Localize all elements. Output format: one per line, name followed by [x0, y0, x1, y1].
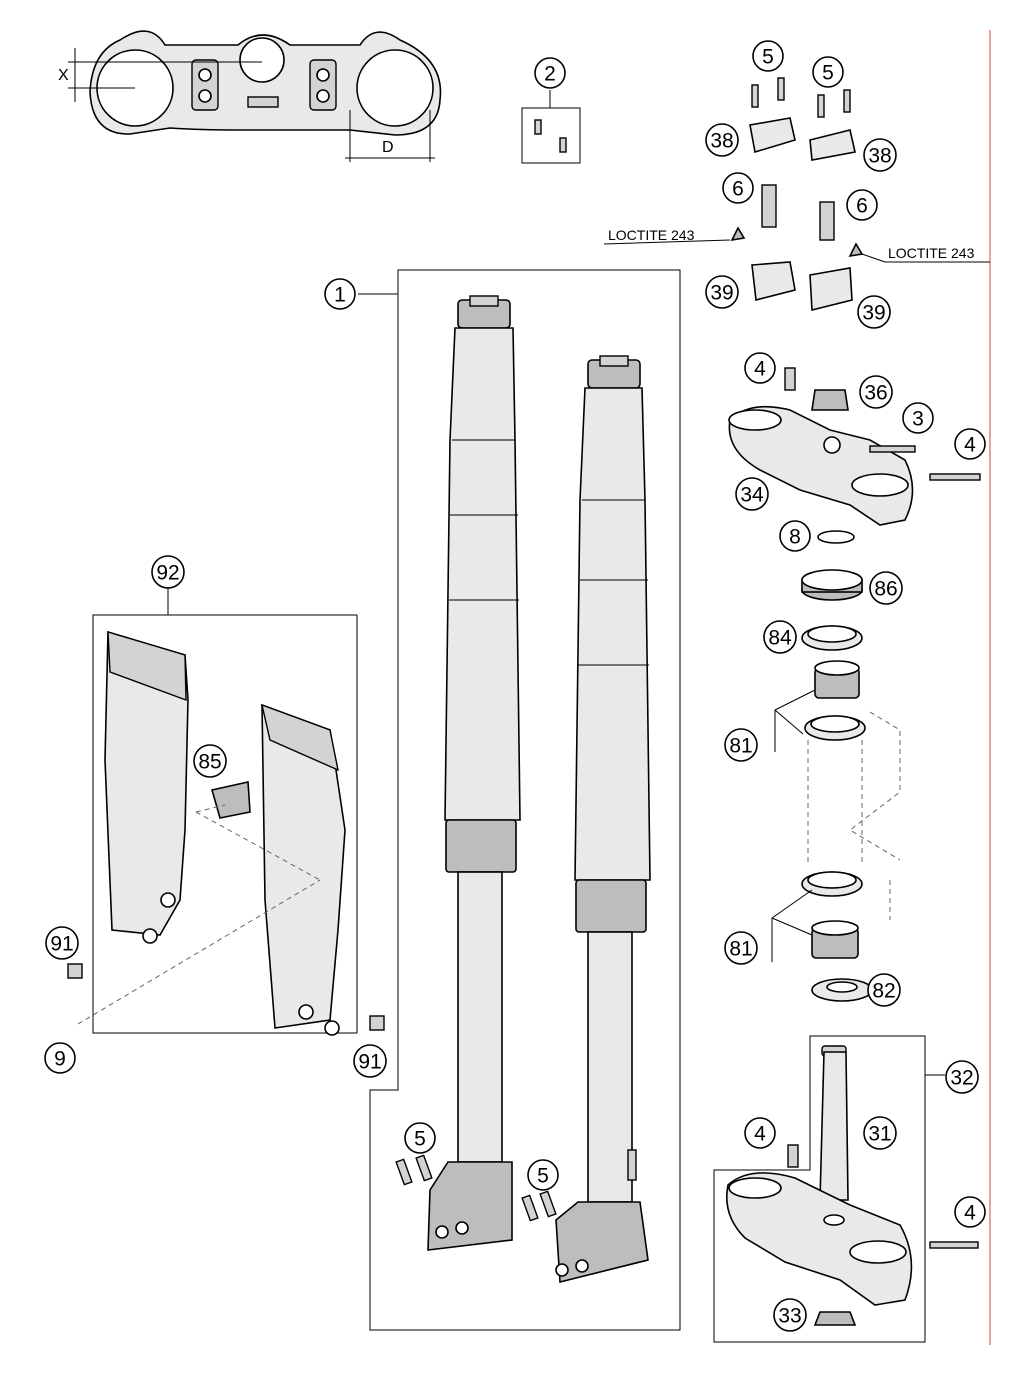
svg-text:38: 38: [868, 145, 891, 168]
left-fork-leg: [427, 295, 521, 1251]
callout-5b: 5: [812, 56, 844, 88]
callout-38b: 38: [863, 138, 897, 172]
svg-text:33: 33: [778, 1305, 801, 1328]
callout-4b: 4: [954, 428, 986, 460]
dust-seal: [811, 978, 873, 1002]
fork-assembly-frame: [369, 269, 681, 1331]
callout-4a: 4: [744, 352, 776, 384]
callout-31: 31: [863, 1116, 897, 1150]
callout-39a: 39: [705, 275, 739, 309]
svg-text:4: 4: [964, 434, 976, 457]
lower-triple-clamp: [726, 1045, 979, 1326]
loctite-note-right: LOCTITE 243: [888, 245, 975, 261]
callout-5a: 5: [752, 40, 784, 72]
callout-4c: 4: [744, 1117, 776, 1149]
callout-84: 84: [763, 620, 797, 654]
triple-clamp-top-view: [68, 30, 442, 162]
svg-text:4: 4: [754, 358, 766, 381]
callout-38a: 38: [705, 123, 739, 157]
callout-92: 92: [151, 555, 185, 589]
callout-5c: 5: [404, 1122, 436, 1154]
dimension-x-label: X: [58, 67, 69, 84]
callout-6a: 6: [722, 172, 754, 204]
callout-32: 32: [945, 1060, 979, 1094]
svg-text:5: 5: [822, 62, 834, 85]
svg-text:36: 36: [864, 382, 887, 405]
svg-text:82: 82: [872, 980, 895, 1003]
svg-text:39: 39: [710, 282, 733, 305]
part-2-frame: [521, 107, 581, 164]
svg-text:39: 39: [862, 302, 885, 325]
callout-9: 9: [44, 1042, 76, 1074]
lower-bearing: [771, 871, 863, 962]
svg-text:81: 81: [729, 735, 752, 758]
svg-text:86: 86: [874, 578, 897, 601]
callout-36: 36: [859, 375, 893, 409]
callout-8: 8: [779, 520, 811, 552]
seal-ring: [801, 569, 863, 601]
svg-text:91: 91: [358, 1051, 381, 1074]
right-fork-leg: [555, 355, 651, 1284]
callout-1: 1: [324, 278, 356, 310]
svg-text:1: 1: [334, 284, 346, 307]
svg-text:34: 34: [740, 484, 764, 507]
callout-39b: 39: [857, 295, 891, 329]
svg-text:6: 6: [856, 195, 868, 218]
svg-text:9: 9: [54, 1048, 66, 1071]
svg-text:85: 85: [198, 751, 221, 774]
svg-text:4: 4: [754, 1123, 766, 1146]
callout-33: 33: [773, 1298, 807, 1332]
small-screws-icon: [534, 119, 567, 153]
dimension-d-label: D: [382, 139, 394, 156]
o-ring: [817, 530, 855, 544]
upper-triple-clamp: [728, 367, 981, 526]
svg-text:92: 92: [156, 562, 179, 585]
handlebar-clamps-group: [603, 77, 990, 312]
callout-6b: 6: [846, 189, 878, 221]
upper-bearing: [774, 660, 866, 752]
callout-91a: 91: [45, 926, 79, 960]
fork-protectors: [67, 630, 385, 1036]
callout-5d: 5: [527, 1159, 559, 1191]
callout-86: 86: [869, 571, 903, 605]
svg-text:31: 31: [868, 1123, 891, 1146]
callout-3: 3: [902, 402, 934, 434]
svg-text:5: 5: [537, 1165, 549, 1188]
svg-text:84: 84: [768, 627, 792, 650]
callout-81a: 81: [724, 728, 758, 762]
svg-text:91: 91: [50, 933, 73, 956]
svg-text:4: 4: [964, 1202, 976, 1225]
callout-85: 85: [193, 744, 227, 778]
fork-protector-frame: [92, 614, 358, 1034]
svg-text:3: 3: [912, 408, 924, 431]
loctite-note-left: LOCTITE 243: [608, 227, 695, 243]
svg-text:8: 8: [789, 526, 801, 549]
svg-text:6: 6: [732, 178, 744, 201]
callout-34: 34: [735, 477, 769, 511]
svg-text:2: 2: [544, 63, 556, 86]
callout-91b: 91: [353, 1044, 387, 1078]
svg-text:38: 38: [710, 130, 733, 153]
lower-clamp-frame: [713, 1035, 926, 1343]
callout-81b: 81: [724, 931, 758, 965]
callout-4d: 4: [954, 1196, 986, 1228]
svg-text:5: 5: [762, 46, 774, 69]
callout-2: 2: [534, 57, 566, 89]
svg-text:81: 81: [729, 938, 752, 961]
svg-text:5: 5: [414, 1128, 426, 1151]
callout-82: 82: [867, 973, 901, 1007]
svg-text:32: 32: [950, 1067, 973, 1090]
fork-bottom-screws: [395, 1154, 557, 1222]
bearing-race: [801, 625, 863, 651]
